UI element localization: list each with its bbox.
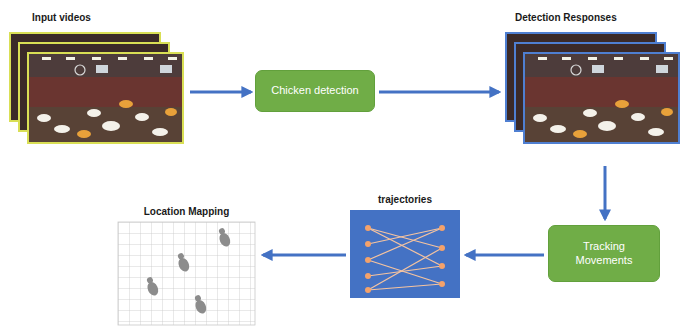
track-point [439, 281, 445, 287]
chicken-icon [143, 276, 160, 297]
panel-heading: trajectories [350, 194, 460, 206]
panel-heading: Detection Responses [515, 12, 617, 24]
image-panel: Input videos [8, 8, 186, 146]
trajectory-line [368, 284, 442, 290]
image-panel: Detection Responses [503, 8, 685, 146]
input-video-stack [10, 33, 183, 143]
chicken-head [177, 252, 185, 260]
chicken-icon [191, 294, 208, 315]
track-point [365, 241, 371, 247]
trajectory-line [368, 228, 442, 266]
trajectory-line [368, 266, 442, 276]
track-point [365, 287, 371, 293]
panel-heading: Input videos [32, 12, 91, 24]
track-point [365, 257, 371, 263]
video-frame [28, 53, 183, 143]
video-scene [524, 53, 679, 143]
process-box: Tracking Movements [548, 225, 660, 282]
flow-arrow [604, 166, 607, 219]
panel-heading: Location Mapping [118, 206, 255, 218]
chicken-icon [174, 252, 191, 273]
flow-arrow [379, 91, 499, 94]
image-panel: trajectories [350, 192, 460, 298]
trajectory-line [368, 228, 442, 244]
flow-arrow [263, 254, 346, 257]
trajectory-image [350, 210, 460, 298]
trajectory-lines [368, 228, 442, 290]
chicken-body [217, 231, 232, 248]
chicken-body [193, 298, 208, 315]
video-frame [524, 53, 679, 143]
flow-arrow [466, 254, 544, 257]
trajectory-points [365, 225, 445, 293]
flow-arrow [190, 91, 251, 94]
location-map [118, 222, 255, 325]
detection-frame-stack [506, 33, 679, 143]
image-panel: Location Mapping [118, 203, 255, 325]
chicken-body [176, 256, 191, 273]
trajectory-line [368, 248, 442, 290]
box-label: Chicken detection [271, 84, 358, 98]
trajectory-line [368, 260, 442, 284]
trajectory-panel [350, 210, 460, 298]
track-point [439, 225, 445, 231]
chicken-body [145, 280, 160, 297]
process-box: Chicken detection [255, 70, 375, 112]
map-grid [118, 222, 255, 325]
trajectory-line [368, 228, 442, 248]
track-point [365, 273, 371, 279]
box-label: Tracking Movements [557, 240, 651, 268]
chicken-head [146, 276, 154, 284]
track-point [365, 225, 371, 231]
track-point [439, 263, 445, 269]
chicken-head [218, 227, 226, 235]
video-scene [28, 53, 183, 143]
chicken-head [194, 294, 202, 302]
chicken-icon [215, 227, 232, 248]
track-point [439, 245, 445, 251]
trajectory-line [368, 228, 442, 260]
